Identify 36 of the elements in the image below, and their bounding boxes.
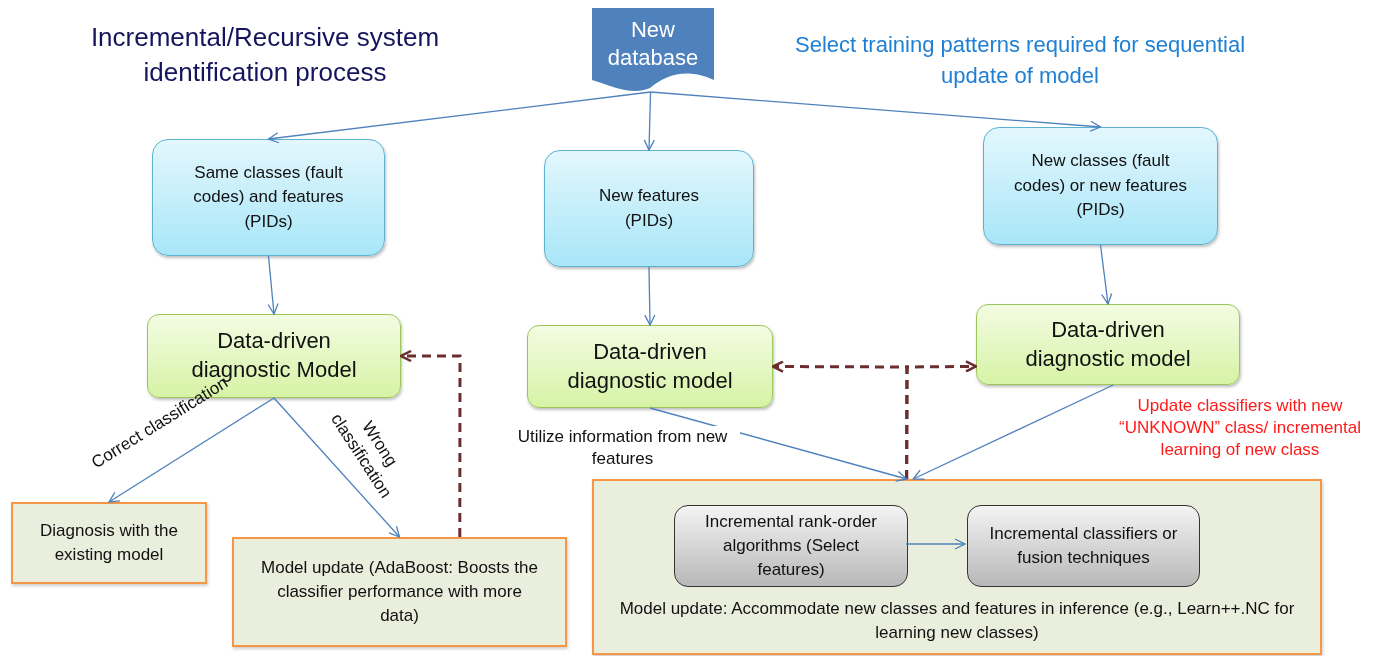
node-text: New database: [606, 16, 700, 71]
model-box: [976, 304, 1240, 385]
process-box: [967, 505, 1200, 587]
category-box: [544, 150, 754, 267]
update-box: [232, 537, 567, 647]
node-text: New classes (fault codes) or new features (PIDs): [1014, 150, 1187, 222]
category-box: [152, 139, 385, 256]
model-box: [527, 325, 773, 408]
arrow: [1099, 244, 1113, 305]
node-text: Data-driven diagnostic model: [1024, 315, 1192, 373]
update-panel: [592, 479, 1322, 655]
arrow: [649, 91, 1102, 132]
category-box: [983, 127, 1218, 245]
process-box: [674, 505, 908, 587]
node-text: Same classes (fault codes) and features (PIDs): [192, 161, 345, 233]
dashed-arrow: [399, 349, 462, 537]
arrow: [273, 397, 401, 538]
node-text: Diagnosis with the existing model: [39, 520, 179, 566]
result-box: [11, 502, 207, 584]
node-text: Data-driven diagnostic model: [566, 337, 734, 395]
dashed-arrow: [905, 360, 978, 479]
diagram-title: Incremental/Recursive system identification process: [89, 21, 441, 90]
arrow: [108, 397, 275, 503]
arrow: [649, 407, 908, 482]
arrow: [643, 91, 655, 151]
arrow: [644, 266, 656, 326]
node-text: Model update: Accommodate new classes and features in inference (e.g., Learn++.NC for learning new classes): [618, 598, 1296, 645]
arrow: [267, 91, 652, 144]
node-text: Incremental rank-order algorithms (Select features): [704, 511, 878, 581]
annotation-text: Select training patterns required for sequential update of model: [793, 31, 1246, 90]
node-text: Incremental classifiers or fusion techniques: [988, 523, 1179, 569]
node-text: New features (PIDs): [597, 184, 701, 232]
arrow: [267, 255, 279, 315]
database-banner: [592, 8, 714, 92]
node-text: Model update (AdaBoost: Boosts the classifier performance with more data): [260, 557, 539, 627]
arrow: [912, 384, 1114, 480]
